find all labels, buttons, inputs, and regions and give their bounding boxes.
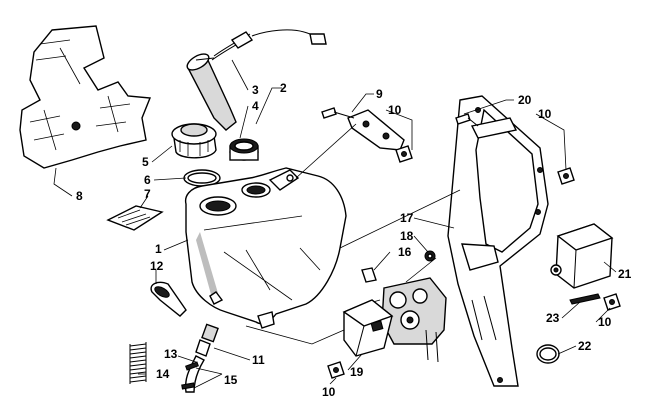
callout-6: 6 bbox=[144, 173, 151, 187]
callout-19: 19 bbox=[350, 365, 364, 379]
mounting-plate-part bbox=[447, 95, 575, 387]
callout-16: 16 bbox=[398, 245, 412, 259]
leader-lines bbox=[53, 59, 617, 389]
electronic-module-part bbox=[342, 299, 394, 357]
callout-7: 7 bbox=[144, 187, 151, 201]
fuel-hose-part bbox=[181, 355, 205, 393]
callout-10-right: 10 bbox=[598, 315, 612, 329]
fuel-fitting-part bbox=[195, 323, 219, 357]
hose-spring-part bbox=[129, 342, 147, 384]
callout-14: 14 bbox=[156, 367, 170, 381]
callout-21: 21 bbox=[618, 267, 632, 281]
clamp-ring-part bbox=[536, 344, 560, 364]
callout-11: 11 bbox=[252, 353, 265, 367]
callout-2: 2 bbox=[280, 81, 287, 95]
callout-3: 3 bbox=[252, 83, 259, 97]
callout-12: 12 bbox=[150, 259, 164, 273]
callout-13: 13 bbox=[164, 347, 178, 361]
strap-part bbox=[569, 293, 601, 305]
callout-22: 22 bbox=[578, 339, 592, 353]
fuel-gauge-sender-part bbox=[186, 29, 327, 131]
callout-9: 9 bbox=[376, 87, 383, 101]
callout-17: 17 bbox=[400, 211, 414, 225]
nut-lower-left-part bbox=[327, 361, 345, 379]
grommet-part bbox=[424, 250, 436, 262]
callout-labels: 1 2 3 4 5 6 7 8 9 10 10 10 10 11 12 13 1… bbox=[76, 81, 632, 399]
fuel-tank-part bbox=[184, 167, 347, 329]
callout-8: 8 bbox=[76, 189, 83, 203]
callout-5: 5 bbox=[142, 155, 149, 169]
fuel-cap-part bbox=[171, 123, 217, 159]
small-label-part bbox=[361, 267, 377, 283]
callout-10-top-middle: 10 bbox=[388, 103, 402, 117]
nut-lower-right-part bbox=[603, 293, 621, 311]
label-decal-part bbox=[106, 205, 164, 231]
fuel-pump-assembly-part bbox=[359, 277, 447, 363]
mounting-bracket-small-part bbox=[321, 107, 413, 163]
callout-20: 20 bbox=[518, 93, 532, 107]
callout-10-top-right: 10 bbox=[538, 107, 552, 121]
ecu-box-part bbox=[550, 223, 614, 289]
callout-18: 18 bbox=[400, 229, 414, 243]
cap-o-ring-part bbox=[183, 169, 221, 187]
callout-10-bottom: 10 bbox=[322, 385, 336, 399]
callout-15: 15 bbox=[224, 373, 238, 387]
callout-1: 1 bbox=[155, 242, 162, 256]
shield-panel-part bbox=[19, 25, 151, 169]
tank-strap-part bbox=[150, 281, 187, 317]
callout-23: 23 bbox=[546, 311, 560, 325]
callout-4: 4 bbox=[252, 99, 259, 113]
filler-adapter-part bbox=[229, 138, 259, 161]
